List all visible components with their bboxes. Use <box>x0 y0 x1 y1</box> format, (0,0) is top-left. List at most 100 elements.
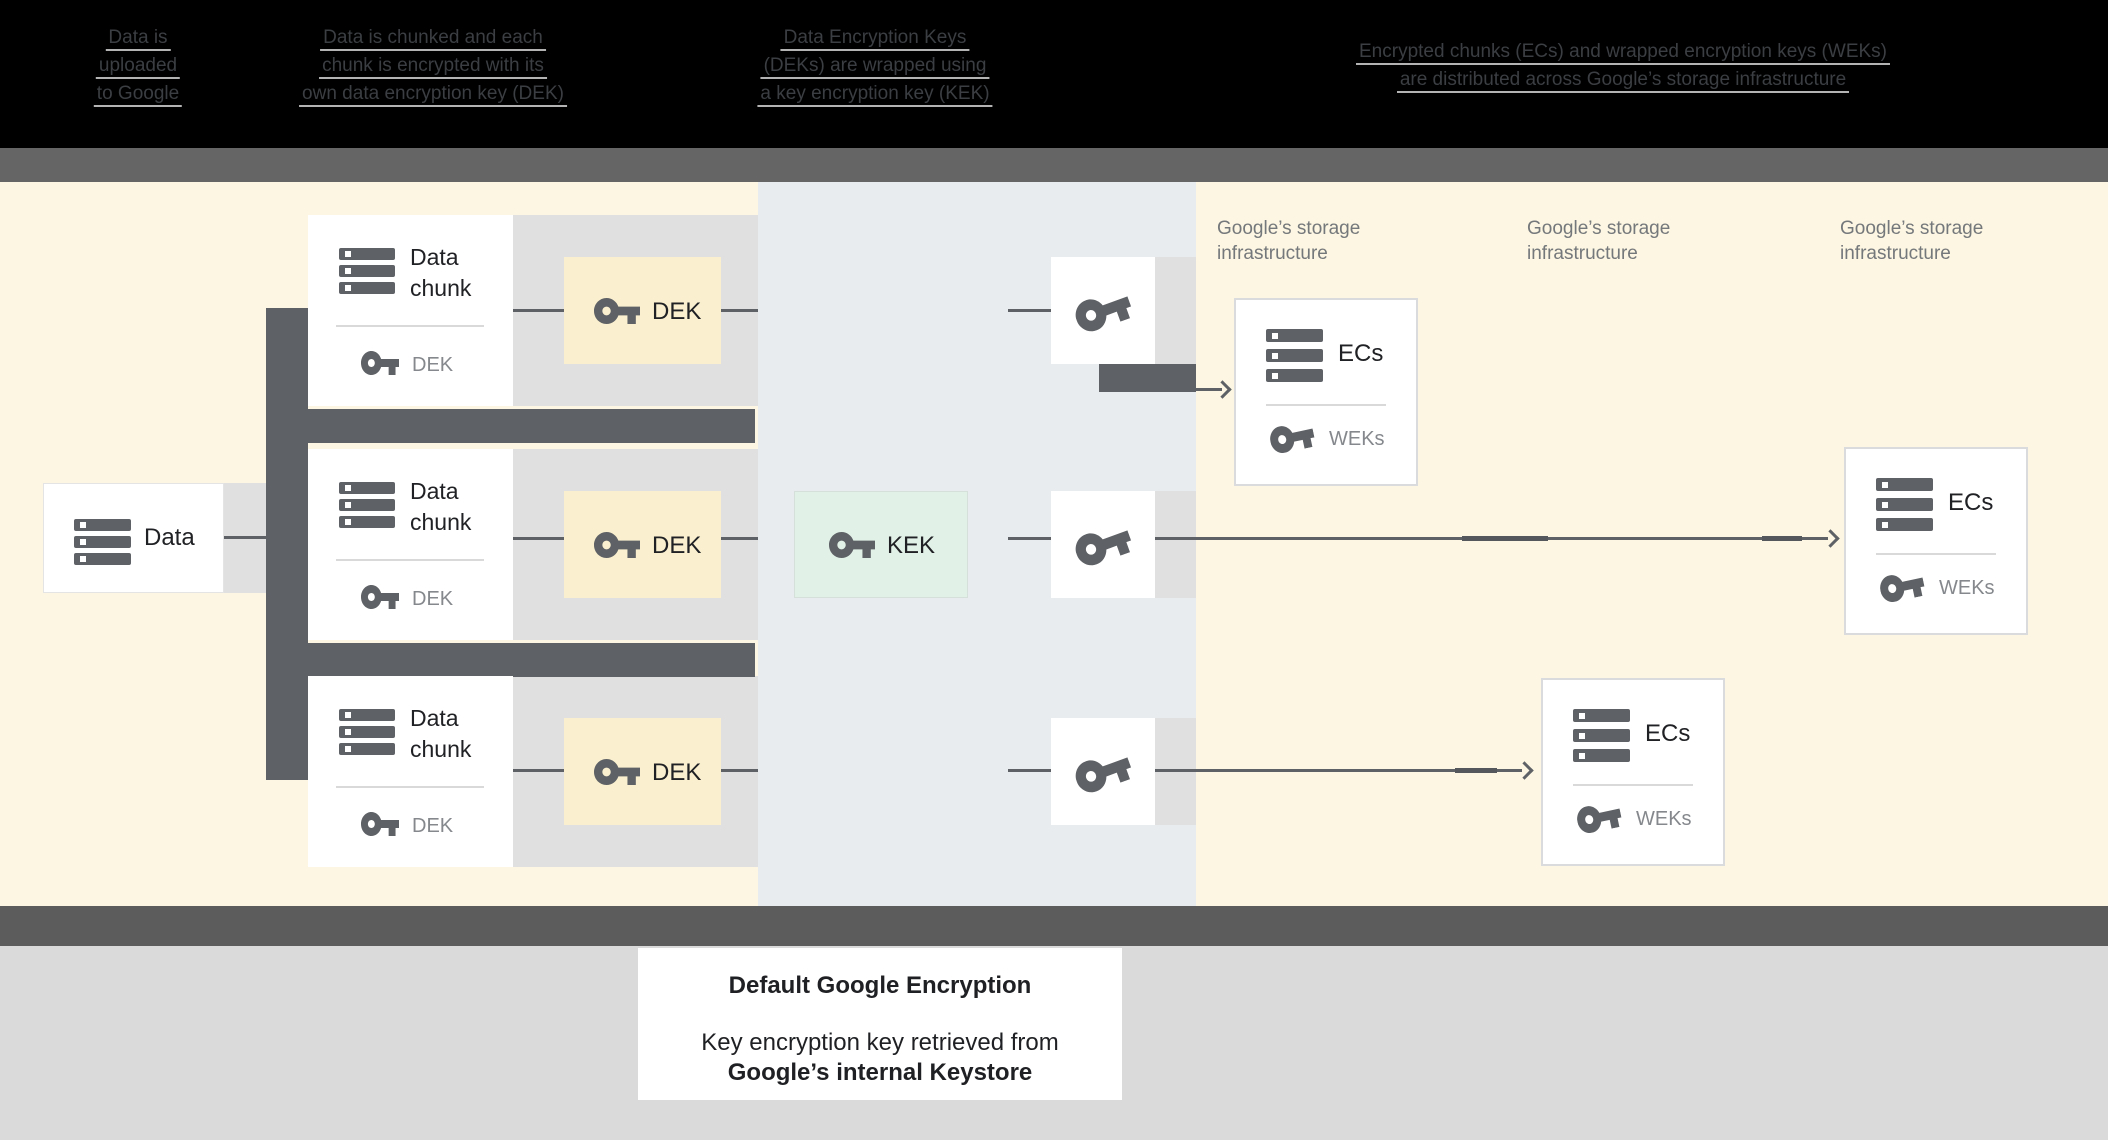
header-step-line: Encrypted chunks (ECs) and wrapped encry… <box>1356 38 1890 66</box>
key-icon <box>829 532 875 558</box>
header-step-3: Data Encryption Keys (DEKs) are wrapped … <box>757 24 993 108</box>
key-icon <box>594 298 640 324</box>
weks-label: WEKs <box>1636 808 1692 830</box>
key-icon <box>594 532 640 558</box>
key-icon <box>361 812 399 836</box>
data-box-label: Data <box>144 524 195 551</box>
header-step-4: Encrypted chunks (ECs) and wrapped encry… <box>1356 38 1890 94</box>
storage-label-line: infrastructure <box>1527 243 1638 264</box>
line-into-wrapkey3 <box>1008 769 1051 772</box>
wrap-key-box-1 <box>1051 257 1155 364</box>
wrap-key-band-1 <box>1155 257 1196 364</box>
line-chunk1-to-dek1 <box>513 309 564 312</box>
line-into-wrapkey1 <box>1008 309 1051 312</box>
storage-label-line: infrastructure <box>1840 243 1951 264</box>
caption-title: Default Google Encryption <box>728 972 1032 999</box>
key-icon <box>1075 296 1132 332</box>
ecs-label: ECs <box>1338 340 1384 367</box>
wrap-key-1-thick-segment <box>1099 364 1196 392</box>
key-icon <box>594 759 640 785</box>
dek-box-3: DEK <box>564 718 721 825</box>
divider <box>1573 784 1693 786</box>
chunk-dek-label: DEK <box>412 354 454 376</box>
data-chunk-label: Data chunk <box>410 705 472 762</box>
header-step-line: uploaded <box>94 52 182 80</box>
ecs-servers-icon <box>1573 709 1630 762</box>
data-chunk-label: Data chunk <box>410 244 472 301</box>
divider <box>336 559 484 561</box>
divider <box>1876 553 1996 555</box>
storage-infrastructure-label-3: Google’s storage infrastructure <box>1840 216 1983 266</box>
weks-label: WEKs <box>1329 428 1385 450</box>
dek-box-1: DEK <box>564 257 721 364</box>
ecs-box-1: ECs WEKs <box>1234 298 1418 486</box>
key-icon <box>1075 530 1132 566</box>
header-step-line: a key encryption key (KEK) <box>757 80 993 108</box>
ecs-box-3: ECs WEKs <box>1541 678 1725 866</box>
data-chunk-servers-icon <box>339 248 395 294</box>
wrap-key-box-2 <box>1051 491 1155 598</box>
header-step-1: Data is uploaded to Google <box>93 24 183 108</box>
header-step-line: Data Encryption Keys <box>757 24 992 52</box>
header-step-line: Data is <box>94 24 182 52</box>
data-chunk-box-2: Data chunk DEK <box>308 449 513 640</box>
arrow-line-to-ecs2-overlap <box>1462 536 1548 541</box>
storage-label-line: Google’s storage <box>1217 218 1361 239</box>
bottom-divider-bar <box>0 906 2108 946</box>
line-dek2-to-kek <box>721 537 758 540</box>
header-step-line: (DEKs) are wrapped using <box>757 52 992 80</box>
ecs-label: ECs <box>1948 489 1994 516</box>
chunk-dek-label: DEK <box>412 588 454 610</box>
header-band: Data is uploaded to Google Data is chunk… <box>0 0 2108 148</box>
data-chunk-servers-icon <box>339 482 395 528</box>
key-icon <box>1880 575 1925 603</box>
ecs-servers-icon <box>1876 478 1933 531</box>
arrow-line-to-ecs1 <box>1196 388 1222 391</box>
divider <box>1266 404 1386 406</box>
ecs-label: ECs <box>1645 720 1691 747</box>
divider <box>336 786 484 788</box>
data-chunk-label: Data chunk <box>410 478 472 535</box>
caption-subtitle-line2: Google’s internal Keystore <box>727 1059 1033 1086</box>
header-step-line: to Google <box>93 80 183 108</box>
arrow-line-to-ecs3 <box>1155 769 1522 772</box>
data-box: Data <box>43 483 224 593</box>
line-dek1-out <box>721 309 758 312</box>
line-chunk2-to-dek2 <box>513 537 564 540</box>
line-data-to-tree <box>224 536 267 539</box>
line-kek-to-wrapkey2 <box>1008 537 1051 540</box>
chunk-tree-branch-bar-2 <box>266 643 755 677</box>
kek-box-label: KEK <box>887 532 936 559</box>
chunk-tree-branch-bar-1 <box>266 409 755 443</box>
divider <box>336 325 484 327</box>
dek-box-2: DEK <box>564 491 721 598</box>
caption-box: Default Google Encryption Key encryption… <box>638 948 1122 1100</box>
data-chunk-servers-icon <box>339 709 395 755</box>
dek-box-label: DEK <box>652 532 702 559</box>
chunk-dek-label: DEK <box>412 815 454 837</box>
header-step-line: are distributed across Google’s storage … <box>1356 66 1890 94</box>
header-step-line: own data encryption key (DEK) <box>299 80 567 108</box>
dek-box-label: DEK <box>652 759 702 786</box>
key-icon <box>1075 757 1132 793</box>
arrow-line-to-ecs3-overlap <box>1455 768 1497 773</box>
arrow-line-to-ecs2-overlap <box>1762 536 1802 541</box>
data-chunk-box-1: Data chunk DEK <box>308 215 513 406</box>
data-servers-icon <box>74 519 131 565</box>
storage-label-line: Google’s storage <box>1840 218 1984 239</box>
wrap-key-box-3 <box>1051 718 1155 825</box>
line-dek3-out <box>721 769 758 772</box>
top-divider-bar <box>0 148 2108 182</box>
header-step-line: chunk is encrypted with its <box>299 52 567 80</box>
wrap-key-band-2 <box>1155 491 1196 598</box>
chunk-tree-vertical-bar <box>266 308 308 780</box>
key-icon <box>1270 426 1315 454</box>
line-chunk3-to-dek3 <box>513 769 564 772</box>
kek-box: KEK <box>794 491 968 598</box>
header-step-line: Data is chunked and each <box>299 24 567 52</box>
key-icon <box>361 351 399 375</box>
data-chunk-box-3: Data chunk DEK <box>308 676 513 867</box>
caption-subtitle-line1: Key encryption key retrieved from <box>701 1029 1059 1056</box>
storage-infrastructure-label-1: Google’s storage infrastructure <box>1217 216 1360 266</box>
